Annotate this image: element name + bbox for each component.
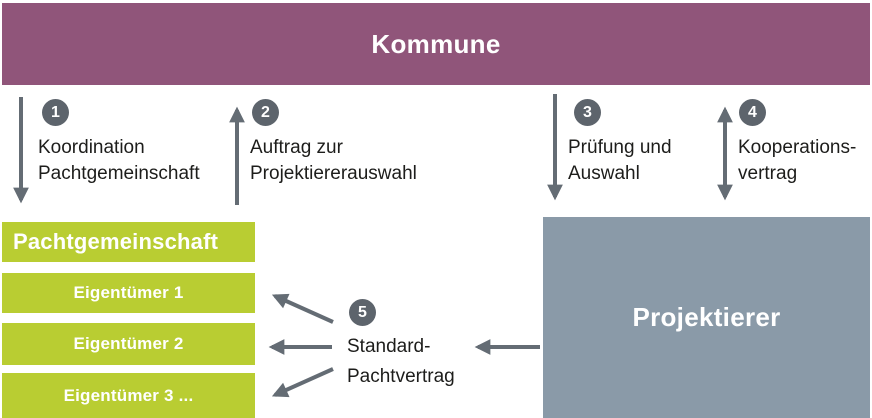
step-5-label: Standard- Pachtvertrag [347,332,455,392]
step-1-number-badge: 1 [42,99,69,126]
arrow-step5-to-eigentuemer-1 [271,293,334,324]
step-4-label-line2: vertrag [738,163,798,184]
step-1-number: 1 [51,103,60,121]
node-kommune-label: Kommune [371,28,501,59]
step-5-number-badge: 5 [349,299,376,326]
step-3-label-line1: Prüfung und [568,137,672,158]
step-3-label: Prüfung und Auswahl [568,135,672,187]
step-2-number-badge: 2 [252,99,279,126]
node-eigentuemer-2-label: Eigentümer 2 [73,334,184,353]
step-2-label-line2: Projektiererauswahl [250,163,417,184]
step-5-number: 5 [358,303,367,321]
node-eigentuemer-3-label: Eigentümer 3 ... [63,385,194,405]
node-eigentuemer-1-label: Eigentümer 1 [73,283,184,302]
step-2-number: 2 [261,103,270,121]
node-eigentuemer-2: Eigentümer 2 [2,323,255,365]
step-1-label-line1: Koordination [38,137,145,158]
node-eigentuemer-3: Eigentümer 3 ... [2,373,255,418]
step-5-label-line1: Standard- [347,336,431,357]
step-3-number: 3 [583,103,592,121]
step-4-label-line1: Kooperations- [738,137,857,158]
step-1-label: Koordination Pachtgemeinschaft [38,135,200,187]
node-projektierer: Projektierer [543,217,870,418]
step-5-label-line2: Pachtvertrag [347,366,455,387]
step-4-label: Kooperations- vertrag [738,135,856,187]
step-1-label-line2: Pachtgemeinschaft [38,163,200,184]
step-4-number-badge: 4 [739,99,766,126]
step-2-label-line1: Auftrag zur [250,137,343,158]
node-projektierer-label: Projektierer [632,302,781,332]
step-3-number-badge: 3 [574,99,601,126]
step-3-label-line2: Auswahl [568,163,640,184]
node-pachtgemeinschaft: Pachtgemeinschaft [2,222,255,262]
step-4-number: 4 [748,103,757,121]
arrow-step5-to-eigentuemer-3 [271,367,334,398]
step-2-label: Auftrag zur Projektiererauswahl [250,135,417,187]
node-kommune: Kommune [2,3,870,85]
node-pachtgemeinschaft-label: Pachtgemeinschaft [13,229,219,254]
node-eigentuemer-1: Eigentümer 1 [2,273,255,313]
